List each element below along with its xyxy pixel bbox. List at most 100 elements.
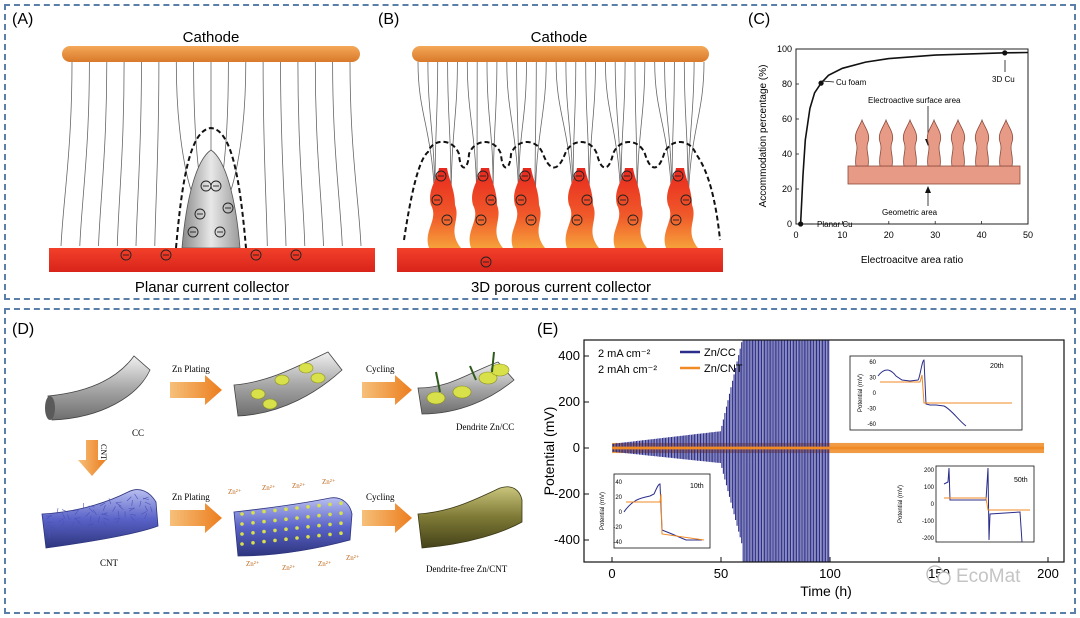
panel-b: (B) Cathode 3D porous current collector: [378, 11, 723, 296]
panel-a-collector: [49, 248, 375, 272]
ion-b: [435, 170, 447, 182]
panel-d: (D) CC Zn Plating Cycling Dendrite Zn/CC…: [12, 321, 523, 574]
d-zn-dot: [251, 541, 255, 545]
panel-a-dendrite: [181, 149, 241, 249]
d-zn-dot: [251, 531, 255, 535]
dendrite-b: [664, 168, 698, 248]
ion-a: [250, 249, 262, 261]
panel-a-field-boundary: [175, 126, 247, 249]
d-zn-dot: [284, 507, 288, 512]
d-arrow-cycling-2: [362, 503, 412, 533]
d-zn-nucleus: [274, 374, 290, 386]
d-zn-dot: [328, 502, 332, 507]
d-zn-dot: [251, 511, 255, 515]
ion-b: [617, 194, 629, 206]
c-pillar: [902, 118, 918, 167]
d-zn-dot: [273, 518, 277, 523]
inset-20-zn-cc: [877, 359, 967, 427]
d-zn-nucleus: [310, 372, 326, 384]
panel-e-cond-current: 2 mA cm⁻²: [598, 348, 651, 360]
ion-b: [431, 194, 443, 206]
d-label-cc: CC: [132, 428, 144, 438]
panel-b-cathode-label: Cathode: [531, 29, 588, 46]
ion-b: [670, 214, 682, 226]
ion-b: [621, 170, 633, 182]
ion-b: [571, 214, 583, 226]
c-ytick: 40: [782, 149, 792, 159]
inset-50-zn-cnt: [944, 497, 1030, 511]
ion-a: [120, 249, 132, 261]
ion-b: [672, 170, 684, 182]
d-zn-dot: [262, 509, 266, 514]
field-line-a: [332, 61, 343, 247]
ion-b: [573, 170, 585, 182]
panel-c-xlabel: Electroacitve area ratio: [861, 255, 964, 266]
d-arrow-plating-1: [170, 375, 222, 405]
d-zn-dot: [262, 519, 266, 524]
d-label-dendrite-cc: Dendrite Zn/CC: [456, 422, 514, 432]
panel-c-ann-3d-cu: 3D Cu: [992, 75, 1015, 84]
d-zn-dot: [295, 506, 299, 510]
panel-a-ions: [120, 180, 302, 261]
d-zn-dot: [240, 512, 244, 516]
ion-b: [519, 170, 531, 182]
c-ytick: 20: [782, 184, 792, 194]
panel-e-xlabel: Time (h): [800, 583, 852, 599]
c-ytick: 60: [782, 114, 792, 124]
e-xtick: 100: [819, 566, 841, 581]
d-zn-nucleus: [250, 388, 266, 400]
d-zn-dot: [328, 512, 332, 517]
d-zn-dot: [273, 528, 277, 533]
d-label-zn-plating-2: Zn Plating: [172, 492, 210, 502]
d-zn-dot: [284, 527, 288, 531]
field-line-a: [175, 61, 197, 201]
d-zn-dot: [262, 529, 266, 534]
d-dendrite-free-tube: [417, 486, 523, 549]
panel-e-ylabel: Potential (mV): [541, 407, 557, 496]
ion-b: [475, 214, 487, 226]
d-zn-dot: [284, 537, 288, 541]
legend-zn-cnt: Zn/CNT: [704, 363, 743, 375]
inset-tick: 100: [924, 485, 935, 491]
d-cnt-fibers: [46, 493, 153, 538]
bottom-panel-frame: [4, 308, 1076, 614]
d-zn-dot: [339, 511, 343, 515]
d-zn-dot: [251, 521, 255, 525]
ion-a: [214, 226, 226, 238]
inset-20-ylabel: Potential (mV): [858, 374, 864, 412]
inset-tick: -200: [922, 536, 935, 542]
panel-e-letter: (E): [537, 321, 558, 338]
c-xtick: 50: [1023, 230, 1033, 240]
d-zn-deposit: [478, 371, 498, 385]
inset-tick: 0: [619, 510, 623, 516]
panel-c-letter: (C): [748, 11, 770, 28]
d-zn-dot: [328, 532, 332, 537]
d-zn-dot: [317, 523, 321, 528]
d-label-cycling-2: Cycling: [366, 492, 395, 502]
d-dendrite-deposits: [426, 351, 510, 405]
field-line-b: [671, 61, 675, 192]
d-arrow-cnt: [78, 440, 106, 476]
panel-c-ylabel: Accommodation percentage (%): [758, 65, 769, 208]
panel-c-axes: [795, 48, 1029, 225]
inset-tick: -20: [613, 525, 622, 531]
d-zn-ion-label: Zn²⁺: [318, 560, 332, 568]
d-zn-dot: [317, 533, 321, 538]
d-zn-ions: Zn²⁺Zn²⁺Zn²⁺Zn²⁺Zn²⁺Zn²⁺Zn²⁺Zn²⁺: [228, 478, 360, 572]
c-point: [818, 80, 824, 86]
inset-20-zn-cnt: [880, 374, 1012, 404]
d-zn-ion-label: Zn²⁺: [262, 484, 276, 492]
field-line-b: [534, 61, 537, 199]
d-zn-dot: [306, 535, 310, 539]
inset-tick: 0: [873, 391, 877, 397]
field-line-a: [297, 61, 306, 247]
inset-50-cycle: 50th: [1014, 477, 1028, 484]
inset-tick: 60: [869, 360, 876, 366]
inset-50-zn-cc: [943, 467, 1023, 543]
panel-b-collector: [397, 248, 723, 272]
inset-tick: 200: [924, 468, 935, 474]
watermark: EcoMat: [926, 565, 1021, 587]
